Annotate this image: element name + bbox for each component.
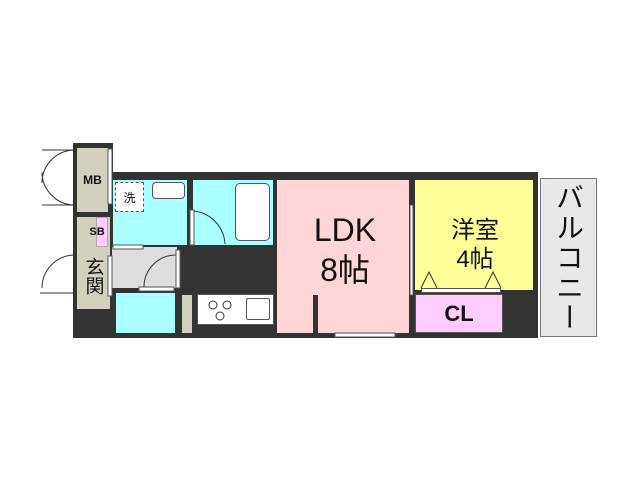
closet-label: CL: [444, 300, 474, 326]
storage-strip: [182, 295, 192, 333]
entrance-door-swing: [40, 254, 76, 294]
stove-burner: [208, 300, 218, 310]
ldk-partition: [313, 295, 318, 333]
bathtub: [235, 183, 270, 241]
western-room-size: 4帖: [456, 245, 494, 273]
mb-door-swing: [41, 149, 76, 206]
balcony: [540, 178, 597, 337]
entrance-label: 玄関: [82, 257, 104, 295]
western-room: [415, 180, 533, 290]
closet-door: [421, 288, 501, 293]
ldk-label: LDK: [313, 211, 377, 248]
mb-label: MB: [83, 173, 102, 187]
sb-label: SB: [89, 226, 105, 238]
washer-label: 洗: [123, 190, 136, 205]
shoe-box: [96, 217, 108, 247]
ldk-room: [277, 180, 409, 333]
sink: [246, 298, 270, 320]
ldk-size: 8帖: [320, 252, 370, 288]
western-room-label: 洋室: [451, 216, 499, 244]
kitchen-counter: [197, 294, 274, 325]
balcony-label: バルコニー: [553, 182, 584, 333]
stove-burner: [215, 311, 225, 321]
closet-door-swing: [420, 270, 502, 289]
mb-storage: [77, 148, 108, 212]
wash-basin: [152, 182, 185, 199]
washer-space: [115, 182, 144, 212]
hall-door-swing: [143, 254, 213, 289]
toilet: [116, 293, 175, 333]
stove-burner: [222, 300, 232, 310]
bath-door-swing: [192, 210, 226, 245]
closet: [415, 294, 503, 333]
